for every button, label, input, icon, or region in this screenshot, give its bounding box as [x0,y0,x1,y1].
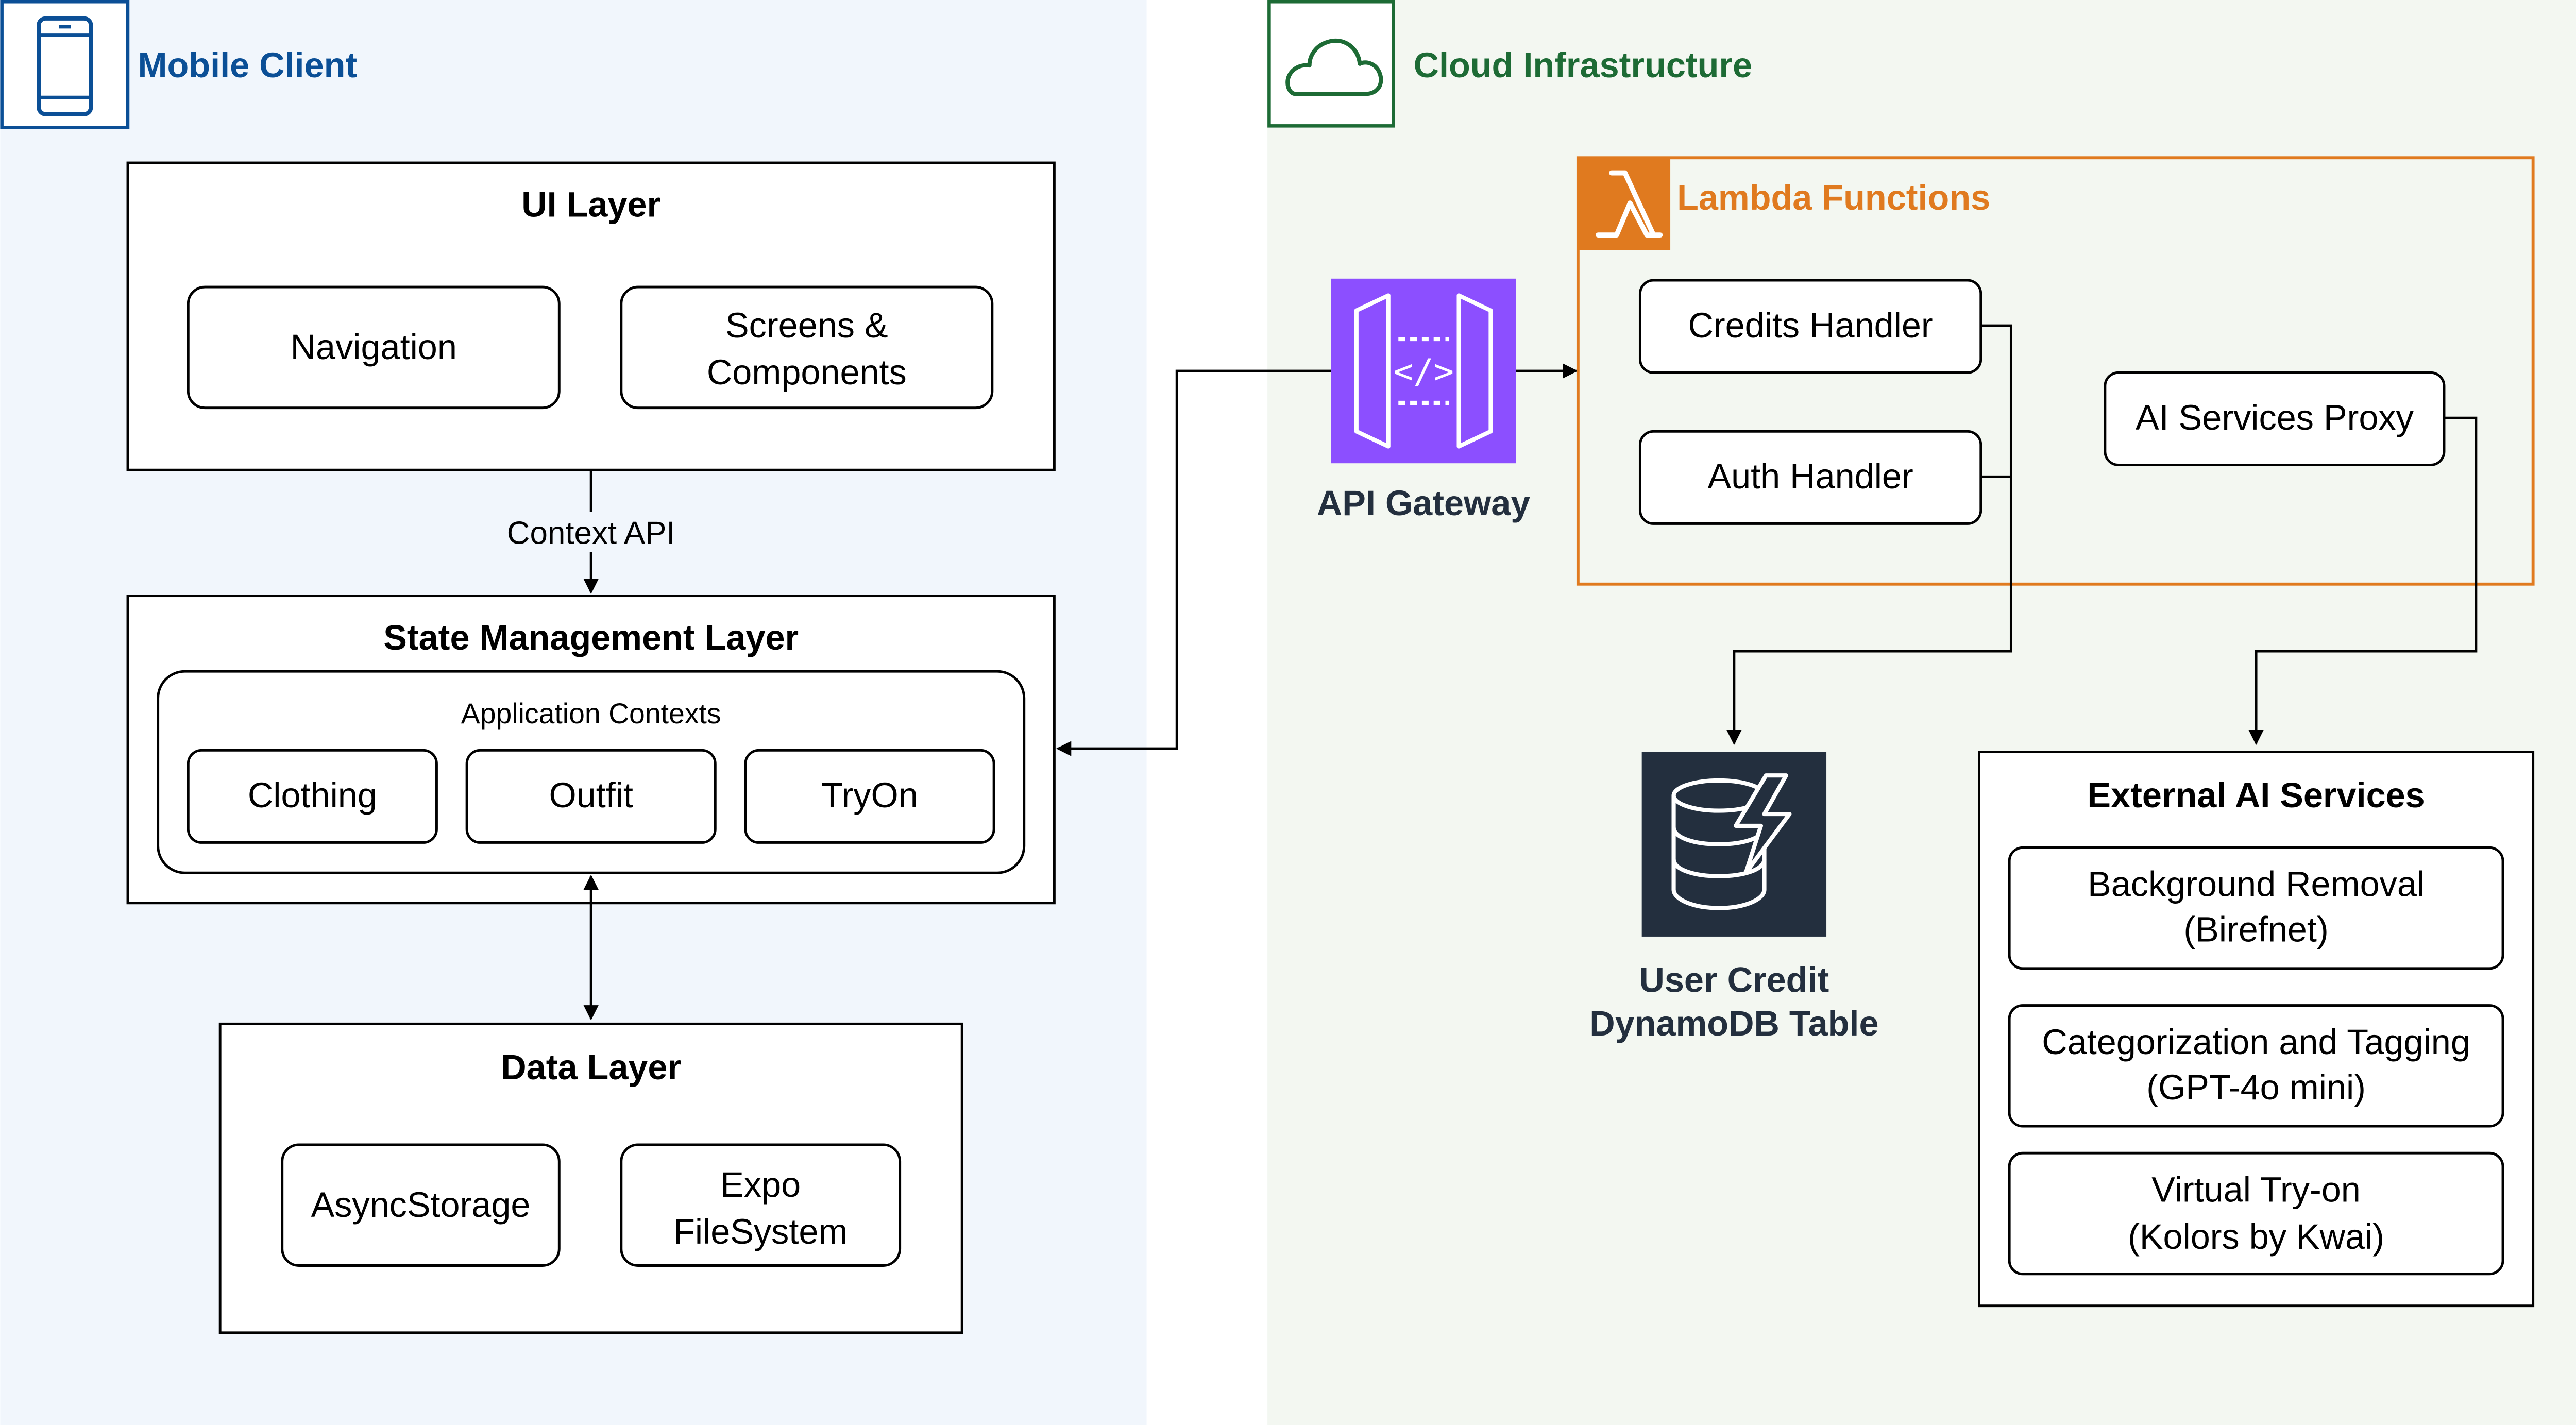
background-removal-line1: Background Removal [2088,865,2425,904]
screens-label-line2: Components [707,353,907,392]
api-gateway-label: API Gateway [1317,484,1530,523]
lambda-icon [1578,158,1671,250]
background-removal-line2: (Birefnet) [2183,910,2328,949]
expo-filesystem-box [620,1143,902,1267]
mobile-client-title: Mobile Client [138,46,358,85]
external-ai-services-title: External AI Services [2087,776,2425,815]
cloud-infrastructure-title: Cloud Infrastructure [1414,46,1753,85]
async-storage-label: AsyncStorage [311,1185,531,1225]
outfit-context-label: Outfit [549,776,633,815]
virtual-tryon-box [2008,1151,2504,1276]
application-contexts-title: Application Contexts [461,698,721,730]
dynamodb-icon [1641,752,1827,937]
virtual-tryon-line1: Virtual Try-on [2151,1170,2361,1210]
background-removal-box [2008,846,2504,970]
navigation-box [187,285,561,410]
mobile-phone-icon [0,0,130,129]
gateway-state-connector [1056,369,1331,756]
lambda-functions-box [1576,156,2535,586]
lambda-functions-title: Lambda Functions [1677,178,1990,217]
data-layer-title: Data Layer [501,1048,681,1087]
screens-components-box [620,285,994,410]
clothing-context-box [187,749,438,844]
expo-filesystem-line2: FileSystem [673,1212,848,1251]
tryon-context-box [744,749,995,844]
virtual-tryon-line2: (Kolors by Kwai) [2128,1217,2384,1257]
auth-handler-label: Auth Handler [1707,457,1913,496]
credits-dynamo-connector [1726,324,2012,745]
tryon-context-label: TryOn [821,776,918,815]
state-layer-title: State Management Layer [383,618,799,657]
ui-layer-title: UI Layer [521,185,660,224]
proxy-external-connector [2248,416,2478,745]
categorization-line2: (GPT-4o mini) [2146,1068,2366,1107]
categorization-line1: Categorization and Tagging [2042,1023,2470,1062]
async-storage-box [281,1143,561,1267]
context-api-label: Context API [507,516,675,551]
navigation-label: Navigation [291,328,457,367]
credits-handler-label: Credits Handler [1688,306,1933,345]
svg-text:</>: </> [1393,352,1454,391]
ai-services-proxy-label: AI Services Proxy [2136,398,2414,437]
expo-filesystem-line1: Expo [720,1165,801,1205]
categorization-box [2008,1004,2504,1128]
dynamodb-label-line1: User Credit [1639,960,1829,999]
clothing-context-label: Clothing [248,776,377,815]
context-api-label-bg [497,512,689,552]
outfit-context-box [465,749,717,844]
cloud-icon [1267,0,1395,128]
dynamodb-label-line2: DynamoDB Table [1589,1004,1878,1043]
screens-label-line1: Screens & [725,306,888,345]
api-gateway-icon: </> [1331,278,1516,464]
